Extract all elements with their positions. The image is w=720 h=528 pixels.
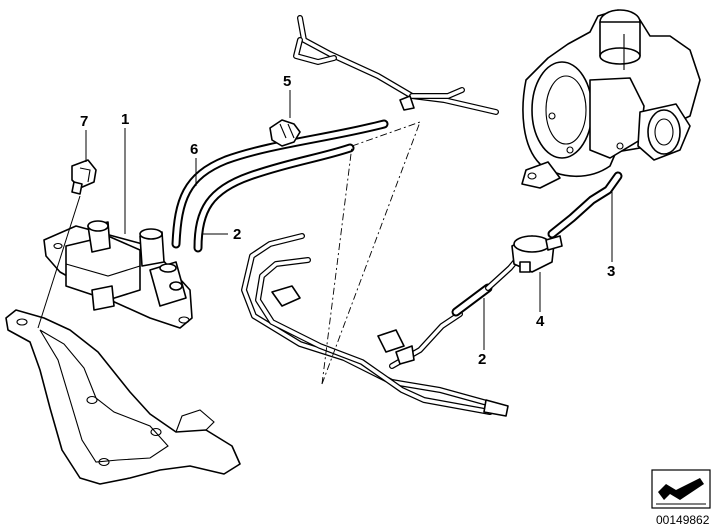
bmw-catalog-arrow-icon bbox=[651, 469, 711, 509]
leader-lines bbox=[37, 90, 613, 350]
callout-2-upper: 2 bbox=[233, 226, 241, 243]
bolt-part bbox=[71, 159, 97, 195]
solenoid-valve-assembly bbox=[43, 220, 193, 329]
callout-4: 4 bbox=[536, 313, 545, 330]
lower-vacuum-line bbox=[241, 233, 509, 417]
callout-5: 5 bbox=[283, 73, 291, 90]
turbocharger bbox=[521, 9, 701, 189]
vacuum-hose-right bbox=[451, 253, 523, 317]
vacuum-hose-pair bbox=[171, 119, 389, 253]
callout-2-lower: 2 bbox=[478, 351, 486, 368]
assembly-lines bbox=[321, 121, 421, 385]
callout-7: 7 bbox=[80, 113, 88, 130]
callout-3: 3 bbox=[607, 263, 615, 280]
hose-clip bbox=[269, 119, 301, 147]
callout-6: 6 bbox=[190, 141, 198, 158]
bracket-plate bbox=[5, 309, 241, 485]
upper-vacuum-line bbox=[293, 15, 499, 115]
drawing-number: 00149862 bbox=[656, 513, 710, 527]
callout-1: 1 bbox=[121, 111, 129, 128]
pressure-converter bbox=[511, 235, 563, 273]
vacuum-hose-turbo bbox=[547, 171, 623, 239]
